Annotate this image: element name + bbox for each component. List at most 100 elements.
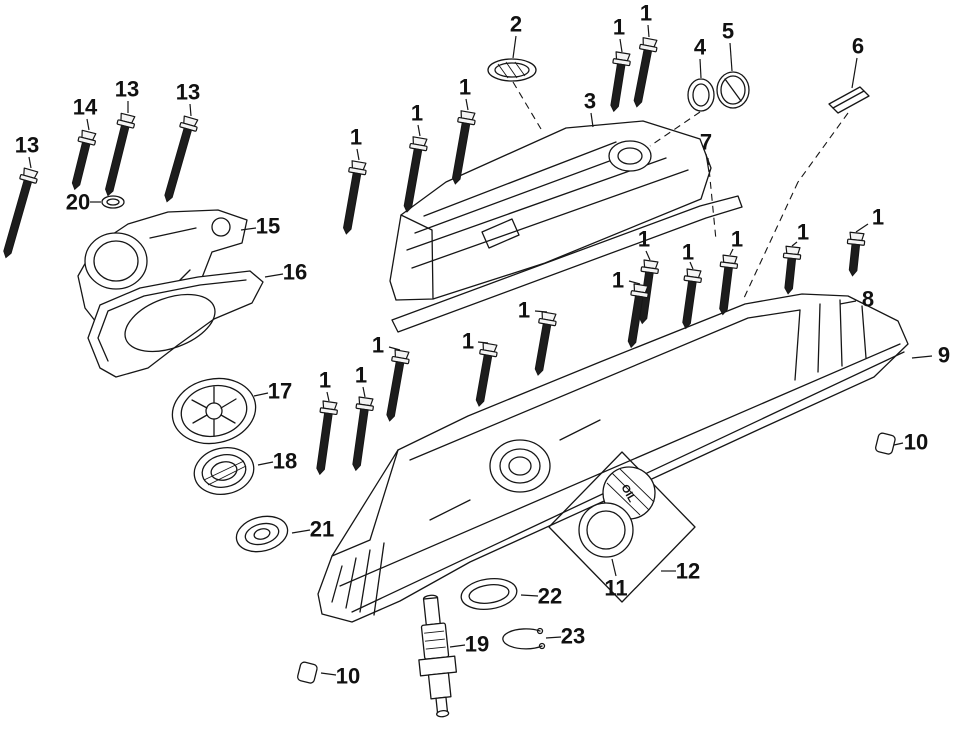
- bolt-part-13: [3, 167, 39, 259]
- leader-line-part-10: [320, 672, 337, 676]
- leader-line-part-16: [264, 273, 284, 278]
- leader-line-part-2: [512, 35, 517, 59]
- leader-line-part-18: [257, 461, 274, 466]
- parts-drawing: OIL: [77, 58, 909, 718]
- leader-line-part-1: [362, 386, 366, 398]
- bolt-part-1: [846, 231, 866, 277]
- bolt-part-1: [352, 396, 374, 472]
- bolt-part-1: [534, 311, 557, 376]
- part-number-label-1: 1: [459, 75, 471, 100]
- part-number-label-21: 21: [310, 517, 334, 542]
- leader-line-part-4: [699, 58, 702, 79]
- part-number-label-1: 1: [372, 333, 384, 358]
- part-number-label-6: 6: [852, 34, 864, 59]
- leader-line-part-8: [839, 300, 857, 305]
- part-number-label-18: 18: [273, 449, 297, 474]
- leader-line-part-21: [291, 529, 311, 534]
- breather-cap-part: [487, 58, 537, 82]
- oil-cap-assembly: OIL: [548, 451, 696, 603]
- bolt-part-1: [610, 51, 631, 113]
- leader-line-part-19: [449, 644, 466, 648]
- cover-gasket-part: [87, 270, 264, 378]
- cylinder-head-cover-lower-part: [317, 293, 909, 623]
- part-number-label-1: 1: [355, 363, 367, 388]
- part-number-label-23: 23: [561, 624, 585, 649]
- part-number-label-1: 1: [518, 298, 530, 323]
- part-number-label-4: 4: [694, 35, 707, 60]
- bolt-part-1: [403, 136, 428, 213]
- oil-seal-part: [235, 515, 289, 553]
- leader-line-part-9: [911, 355, 933, 359]
- leader-line-part-1: [477, 341, 489, 344]
- part-number-label-1: 1: [872, 205, 884, 230]
- bolt-part-1: [719, 254, 739, 316]
- washer-part: [101, 195, 125, 209]
- part-number-label-1: 1: [797, 220, 809, 245]
- leader-line-part-13: [189, 103, 192, 117]
- bolt-part-1: [316, 400, 338, 476]
- leader-line-part-22: [520, 594, 539, 597]
- part-number-label-15: 15: [256, 214, 280, 239]
- leader-line-part-15: [240, 227, 257, 231]
- bolt-part-14: [71, 129, 97, 191]
- bolt-part-13: [164, 115, 199, 203]
- part-number-label-19: 19: [465, 632, 489, 657]
- part-number-label-17: 17: [268, 379, 292, 404]
- leader-line-part-23: [545, 636, 562, 639]
- leader-line-part-1: [647, 24, 650, 38]
- part-number-label-13: 13: [15, 133, 39, 158]
- part-number-label-1: 1: [319, 368, 331, 393]
- rubber-block-part-left: [297, 661, 318, 684]
- leader-line-part-10: [893, 442, 904, 446]
- part-number-label-7: 7: [700, 130, 712, 155]
- part-number-label-1: 1: [350, 125, 362, 150]
- leader-line-part-7: [705, 153, 710, 173]
- leader-line-part-14: [86, 118, 90, 131]
- part-number-label-2: 2: [510, 12, 522, 37]
- part-number-label-1: 1: [682, 240, 694, 265]
- leader-line-part-1: [729, 248, 734, 256]
- bolt-part-1: [633, 37, 658, 108]
- leader-line-part-5: [729, 42, 733, 72]
- part-number-label-1: 1: [640, 1, 652, 26]
- bolt-part-1: [343, 160, 367, 235]
- part-number-label-10: 10: [336, 664, 360, 689]
- leader-line-part-3: [590, 112, 594, 128]
- part-number-label-13: 13: [176, 80, 200, 105]
- dowel-pin-part: [828, 86, 870, 114]
- leader-line-part-1: [417, 124, 421, 137]
- leader-line-part-1: [388, 346, 401, 351]
- bolt-layer: [3, 37, 866, 476]
- part-number-label-1: 1: [638, 227, 650, 252]
- part-number-label-11: 11: [604, 576, 627, 601]
- part-number-label-1: 1: [731, 227, 743, 252]
- leader-line-part-1: [619, 38, 623, 53]
- leader-line-part-1: [465, 98, 469, 111]
- part-number-label-1: 1: [613, 15, 625, 40]
- leader-line-part-11: [611, 558, 617, 577]
- leader-line-part-1: [855, 223, 869, 233]
- spark-plug-part: [418, 594, 458, 718]
- circlip-part: [502, 627, 546, 650]
- part-number-label-22: 22: [538, 584, 562, 609]
- bolt-part-1: [452, 110, 476, 185]
- part-number-label-16: 16: [283, 260, 307, 285]
- leader-layer: [28, 24, 933, 676]
- rubber-block-part-right: [875, 432, 896, 455]
- bolt-part-1: [627, 283, 649, 349]
- leader-line-part-1: [791, 241, 798, 247]
- part-number-label-8: 8: [862, 287, 874, 312]
- plug-cap-part: [716, 71, 750, 109]
- bolt-part-13: [105, 112, 136, 197]
- part-number-label-1: 1: [411, 101, 423, 126]
- part-number-label-3: 3: [584, 89, 596, 114]
- bolt-part-1: [682, 268, 702, 330]
- round-cover-part: [171, 377, 257, 445]
- leader-line-part-1: [645, 250, 651, 261]
- o-ring-part: [460, 577, 518, 611]
- leader-line-part-1: [689, 261, 694, 270]
- leader-line-part-6: [851, 57, 858, 89]
